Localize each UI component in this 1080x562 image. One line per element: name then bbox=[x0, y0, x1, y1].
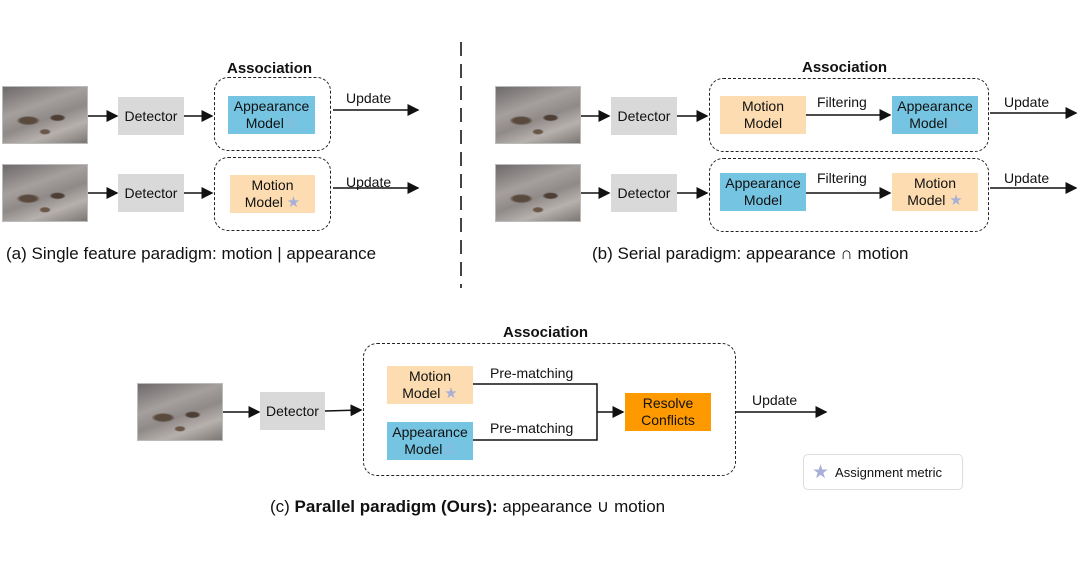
panel-b-caption: (b) Serial paradigm: appearance ∩ motion bbox=[592, 244, 909, 263]
star-outline-icon: ☆ bbox=[283, 115, 298, 132]
legend: ★ Assignment metric bbox=[803, 454, 963, 490]
input-frame-image bbox=[2, 164, 88, 222]
panel-c-caption: (c) Parallel paradigm (Ours): appearance… bbox=[270, 497, 666, 516]
detector-box: Detector bbox=[611, 97, 677, 135]
update-label: Update bbox=[1004, 170, 1050, 186]
input-frame-image bbox=[495, 86, 581, 144]
star-icon: ★ bbox=[812, 461, 830, 483]
detector-box: Detector bbox=[260, 392, 325, 430]
star-outline-icon: ☆ bbox=[947, 115, 961, 132]
panel-a-association-group-1 bbox=[214, 77, 331, 151]
detector-box: Detector bbox=[118, 174, 184, 212]
update-label: Update bbox=[752, 392, 798, 408]
panel-a-association-group-2 bbox=[214, 157, 331, 231]
input-frame-image bbox=[137, 383, 223, 441]
panel-c-association-group bbox=[363, 343, 736, 476]
filtering-label: Filtering bbox=[817, 170, 867, 186]
input-frame-image bbox=[495, 164, 581, 222]
detector-box: Detector bbox=[611, 174, 677, 212]
panel-b-association-group-1 bbox=[709, 78, 989, 152]
update-label: Update bbox=[346, 174, 392, 190]
star-icon: ★ bbox=[949, 192, 963, 209]
prematching-label: Pre-matching bbox=[490, 420, 574, 436]
panel-c-association-title: Association bbox=[503, 324, 589, 341]
input-frame-image bbox=[2, 86, 88, 144]
star-icon: ★ bbox=[444, 385, 458, 402]
panel-b-association-group-2 bbox=[709, 158, 989, 232]
panel-a-caption: (a) Single feature paradigm: motion | ap… bbox=[6, 244, 377, 263]
panel-b-association-title: Association bbox=[802, 59, 888, 76]
star-outline-icon: ☆ bbox=[442, 441, 456, 458]
filtering-label: Filtering bbox=[817, 94, 867, 110]
prematching-label: Pre-matching bbox=[490, 365, 574, 381]
star-icon: ★ bbox=[286, 194, 301, 211]
update-label: Update bbox=[1004, 94, 1050, 110]
legend-label: Assignment metric bbox=[835, 464, 942, 480]
panel-a-association-title: Association bbox=[227, 60, 313, 77]
update-label: Update bbox=[346, 90, 392, 106]
detector-box: Detector bbox=[118, 97, 184, 135]
